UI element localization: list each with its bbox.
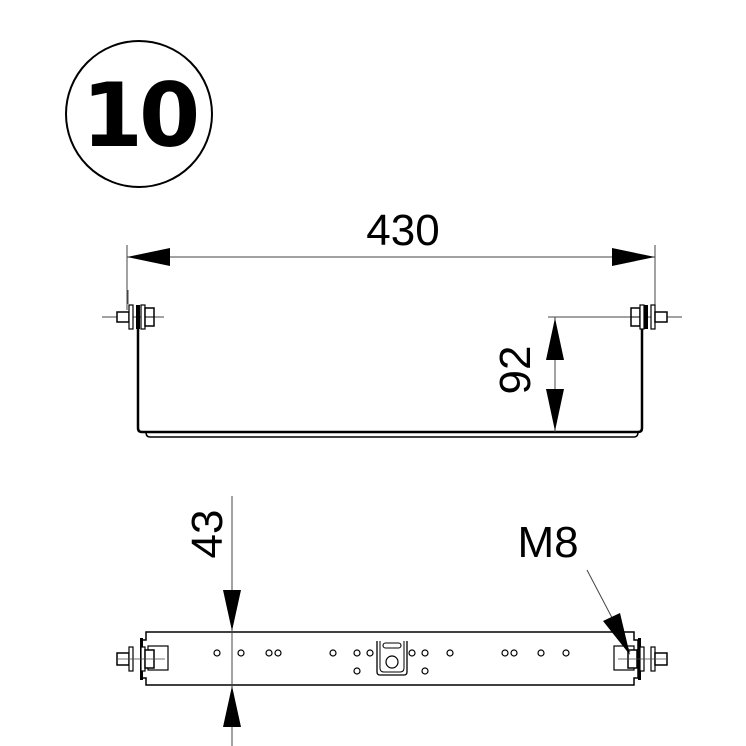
depth-dimension: 43	[183, 496, 241, 746]
step-number: 10	[82, 64, 197, 167]
bolt-callout: M8	[517, 518, 631, 655]
leader-arrow-icon	[603, 613, 630, 655]
bolt-size-label: M8	[517, 518, 578, 567]
height-dimension: 92	[491, 317, 564, 432]
arrow-up-icon	[223, 686, 241, 727]
step-badge: 10	[65, 40, 213, 188]
left-end-bolt-icon	[116, 645, 169, 672]
width-label: 430	[366, 206, 439, 255]
center-bracket-icon	[376, 641, 408, 676]
depth-label: 43	[183, 510, 232, 559]
arrow-down-icon	[223, 590, 241, 631]
arrow-left-icon	[127, 248, 170, 266]
arrow-down-icon	[546, 389, 564, 431]
left-bolt-icon	[102, 290, 164, 330]
top-view: 43 M8	[116, 496, 668, 746]
mounting-holes	[213, 649, 570, 675]
tray-body	[136, 323, 644, 438]
right-bolt-icon	[548, 290, 682, 330]
width-dimension: 430	[126, 206, 656, 310]
height-label: 92	[491, 346, 540, 395]
front-view: 430	[102, 206, 682, 438]
arrow-up-icon	[546, 318, 564, 360]
arrow-right-icon	[612, 248, 655, 266]
right-end-bolt-icon	[613, 645, 668, 672]
